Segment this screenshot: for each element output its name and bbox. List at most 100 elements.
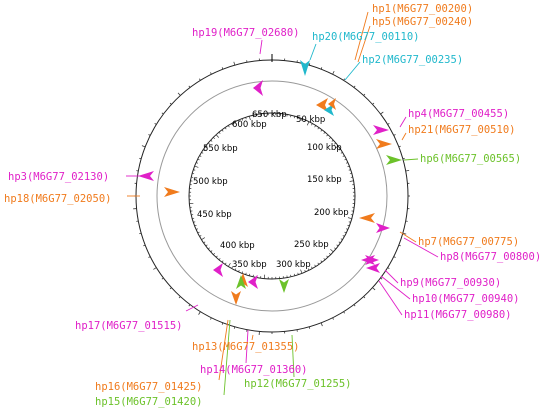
feature-label-hp7[interactable]: hp7(M6G77_00775) bbox=[418, 236, 519, 248]
feature-arrow-hp6[interactable] bbox=[386, 155, 402, 165]
feature-arrow-hp1[interactable] bbox=[316, 98, 328, 112]
feature-label-hp4[interactable]: hp4(M6G77_00455) bbox=[408, 108, 509, 120]
leader-line bbox=[223, 319, 231, 396]
inner-tick bbox=[224, 262, 227, 265]
feature-arrow-hp18[interactable] bbox=[164, 187, 180, 197]
scale-label: 600 kbp bbox=[232, 120, 267, 130]
inner-tick bbox=[248, 273, 251, 276]
outer-tick bbox=[353, 304, 356, 307]
inner-tick bbox=[347, 165, 350, 168]
inner-tick bbox=[323, 258, 326, 261]
inner-tick bbox=[197, 158, 200, 161]
inner-tick bbox=[241, 271, 244, 274]
feature-label-hp15[interactable]: hp15(M6G77_01420) bbox=[95, 396, 202, 408]
inner-tick bbox=[304, 119, 306, 123]
feature-arrow-hp20[interactable] bbox=[300, 60, 310, 76]
inner-tick bbox=[207, 247, 210, 250]
outer-tick bbox=[372, 287, 376, 291]
inner-tick bbox=[345, 228, 349, 230]
inner-tick bbox=[195, 228, 199, 230]
feature-label-hp12[interactable]: hp12(M6G77_01255) bbox=[244, 378, 351, 390]
feature-label-hp20[interactable]: hp20(M6G77_00110) bbox=[312, 31, 419, 43]
leader-line bbox=[344, 61, 361, 81]
leader-line bbox=[378, 280, 403, 316]
feature-label-hp10[interactable]: hp10(M6G77_00940) bbox=[412, 293, 519, 305]
inner-tick bbox=[199, 155, 202, 157]
inner-tick bbox=[320, 260, 323, 263]
outer-tick bbox=[363, 93, 366, 96]
inner-tick bbox=[340, 238, 343, 240]
scale-label: 550 kbp bbox=[203, 144, 238, 154]
inner-tick bbox=[348, 169, 351, 171]
inner-tick bbox=[311, 266, 313, 269]
feature-label-hp2[interactable]: hp2(M6G77_00235) bbox=[362, 54, 463, 66]
inner-tick bbox=[300, 118, 303, 121]
feature-label-hp13[interactable]: hp13(M6G77_01355) bbox=[192, 341, 299, 353]
inner-tick bbox=[345, 162, 349, 164]
inner-tick bbox=[228, 262, 231, 267]
feature-arrow-hp4[interactable] bbox=[373, 125, 389, 135]
feature-arrow-hp7[interactable] bbox=[359, 213, 375, 223]
feature-arrow-hp15[interactable] bbox=[236, 275, 246, 289]
feature-arrow-hp17[interactable] bbox=[213, 263, 223, 277]
feature-arrow-hp5[interactable] bbox=[328, 98, 336, 110]
inner-tick bbox=[203, 241, 206, 244]
inner-tick bbox=[245, 272, 247, 275]
inner-tick bbox=[215, 255, 218, 258]
outer-ring bbox=[135, 59, 409, 333]
leader-line bbox=[399, 231, 417, 243]
outer-tick bbox=[363, 296, 366, 299]
inner-tick bbox=[197, 231, 200, 234]
inner-tick bbox=[334, 145, 339, 149]
inner-tick bbox=[306, 121, 310, 126]
inner-tick bbox=[210, 250, 213, 253]
inner-tick bbox=[194, 165, 199, 168]
inner-tick bbox=[297, 117, 299, 120]
inner-tick bbox=[238, 269, 240, 273]
leader-line bbox=[354, 11, 369, 61]
feature-arrow-hp19[interactable] bbox=[253, 80, 263, 96]
inner-tick bbox=[201, 152, 204, 154]
feature-label-hp11[interactable]: hp11(M6G77_00980) bbox=[404, 309, 511, 321]
outer-tick bbox=[221, 322, 224, 325]
inner-tick bbox=[248, 116, 251, 121]
feature-label-hp6[interactable]: hp6(M6G77_00565) bbox=[420, 153, 521, 165]
feature-label-hp19[interactable]: hp19(M6G77_02680) bbox=[192, 27, 299, 39]
leader-line bbox=[399, 116, 407, 128]
feature-label-hp3[interactable]: hp3(M6G77_02130) bbox=[8, 171, 109, 183]
leader-lines bbox=[126, 11, 439, 396]
feature-arrow-hp10[interactable] bbox=[365, 255, 379, 265]
feature-label-hp16[interactable]: hp16(M6G77_01425) bbox=[95, 381, 202, 393]
inner-tick bbox=[349, 172, 352, 175]
feature-label-hp18[interactable]: hp18(M6G77_02050) bbox=[4, 193, 111, 205]
inner-tick bbox=[215, 134, 220, 138]
feature-arrow-hp14[interactable] bbox=[248, 275, 258, 289]
outer-tick bbox=[169, 287, 172, 290]
feature-label-hp1[interactable]: hp1(M6G77_00200) bbox=[372, 3, 473, 15]
feature-arrow-hp8[interactable] bbox=[376, 223, 390, 233]
outer-tick bbox=[177, 92, 181, 96]
feature-arrow-hp16[interactable] bbox=[231, 291, 241, 305]
outer-tick bbox=[153, 267, 157, 270]
feature-label-hp8[interactable]: hp8(M6G77_00800) bbox=[440, 251, 541, 263]
outer-tick bbox=[343, 78, 345, 81]
leader-line bbox=[251, 334, 254, 341]
feature-arrow-hp2[interactable] bbox=[324, 104, 334, 116]
outer-tick bbox=[372, 102, 375, 105]
inner-tick bbox=[330, 248, 334, 253]
feature-arrow-hp12[interactable] bbox=[279, 279, 289, 293]
feature-label-hp21[interactable]: hp21(M6G77_00510) bbox=[408, 124, 515, 136]
inner-tick bbox=[245, 117, 247, 120]
feature-arrow-hp11[interactable] bbox=[366, 263, 380, 273]
scale-label: 300 kbp bbox=[276, 260, 311, 270]
feature-arrow-hp21[interactable] bbox=[376, 139, 392, 149]
feature-label-hp14[interactable]: hp14(M6G77_01360) bbox=[200, 364, 307, 376]
outer-tick bbox=[210, 317, 212, 320]
feature-label-hp17[interactable]: hp17(M6G77_01515) bbox=[75, 320, 182, 332]
outer-tick bbox=[178, 296, 181, 299]
feature-label-hp9[interactable]: hp9(M6G77_00930) bbox=[400, 277, 501, 289]
feature-arrow-hp3[interactable] bbox=[138, 171, 154, 181]
leader-line bbox=[185, 304, 199, 312]
inner-tick bbox=[194, 224, 197, 227]
feature-label-hp5[interactable]: hp5(M6G77_00240) bbox=[372, 16, 473, 28]
